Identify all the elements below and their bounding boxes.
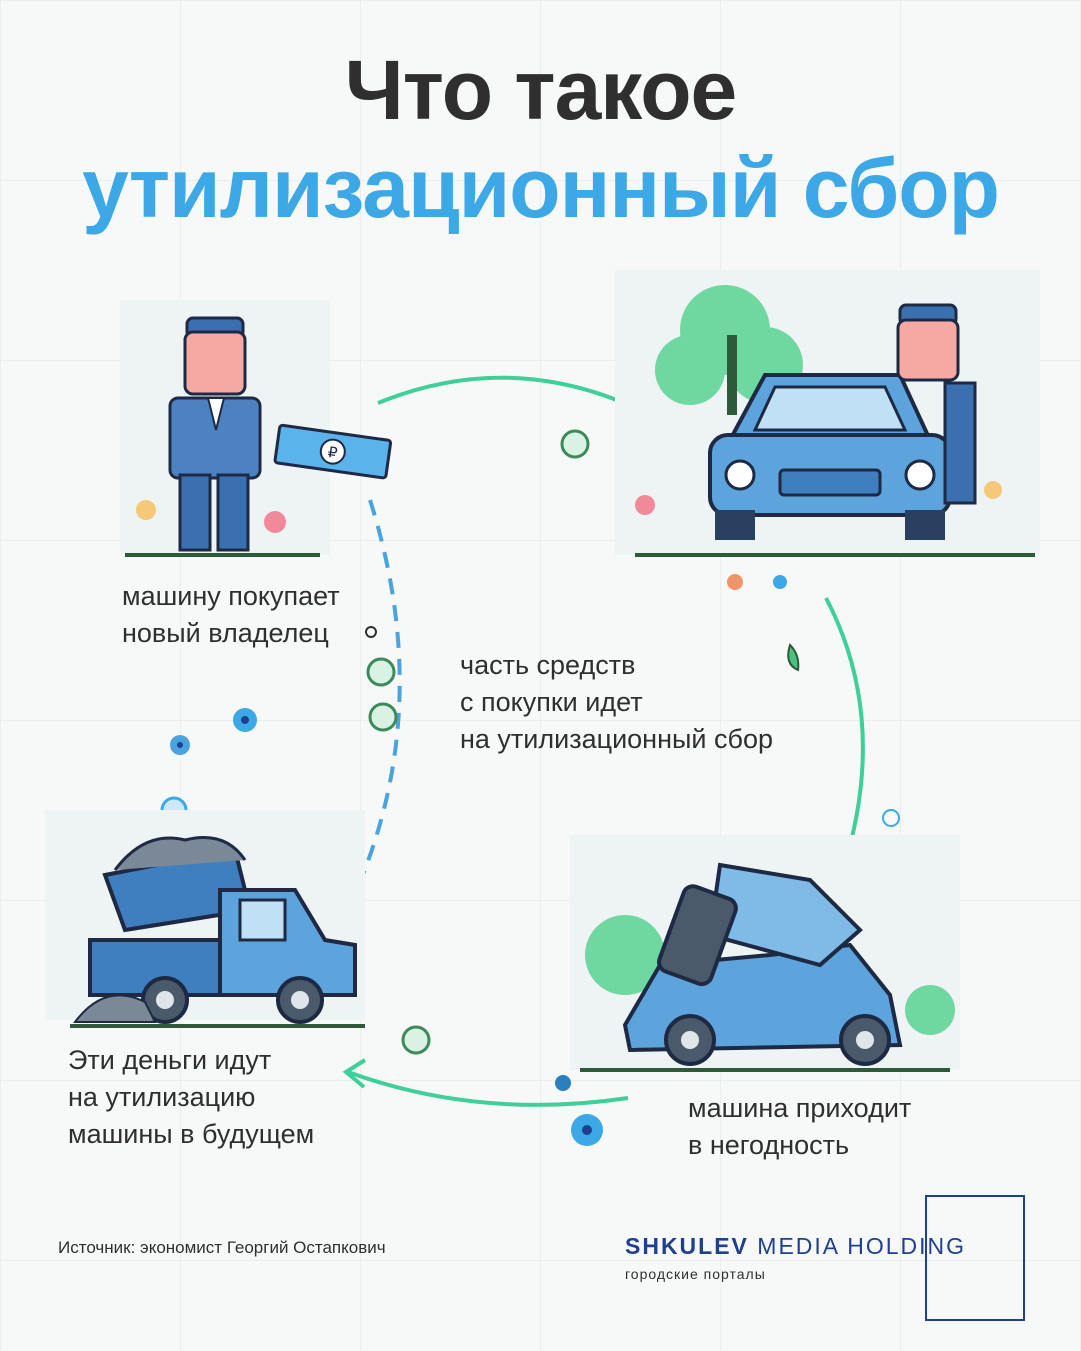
logo-rest: MEDIA HOLDING <box>757 1233 967 1259</box>
caption-fee-line-2: с покупки идет <box>460 687 643 717</box>
caption-fee: часть средств с покупки идет на утилизац… <box>460 647 773 758</box>
caption-broken: машина приходит в негодность <box>688 1090 911 1164</box>
title-line-1: Что такое <box>344 43 738 137</box>
caption-fee-line-1: часть средств <box>460 650 636 680</box>
svg-text:₽: ₽ <box>327 443 339 462</box>
dashed-arrow-fee <box>343 499 402 916</box>
caption-recycle-line-1: Эти деньги идут <box>68 1045 272 1075</box>
source-note: Источник: экономист Георгий Остапкович <box>58 1238 386 1257</box>
banknote-icon: ₽ <box>273 423 393 480</box>
caption-recycle: Эти деньги идут на утилизацию машины в б… <box>68 1042 314 1153</box>
logo-subtitle: городские порталы <box>625 1266 766 1282</box>
seller-man-icon <box>896 303 977 505</box>
wrecked-car-icon <box>622 862 903 1066</box>
logo-frame <box>925 1195 1025 1321</box>
arrow-broken-to-recycle <box>347 1070 629 1107</box>
caption-broken-line-2: в негодность <box>688 1130 850 1160</box>
title-line-2: утилизационный сбор <box>82 141 1000 235</box>
arrow-car-to-broken <box>824 597 865 871</box>
bush-icon <box>585 915 955 1035</box>
scene-new-car <box>615 270 1040 557</box>
publisher-logo[interactable]: SHKULEV MEDIA HOLDING городские порталы <box>625 1233 966 1282</box>
arrow-head-3 <box>342 1058 367 1089</box>
caption-broken-line-1: машина приходит <box>688 1093 912 1123</box>
caption-recycle-line-2: на утилизацию <box>68 1082 256 1112</box>
caption-fee-line-3: на утилизационный сбор <box>460 724 773 754</box>
logo-wordmark: SHKULEV MEDIA HOLDING <box>625 1233 966 1260</box>
scene-dump-truck <box>45 810 365 1028</box>
flower-icons <box>136 500 286 533</box>
caption-recycle-line-3: машины в будущем <box>68 1119 315 1149</box>
dump-truck-icon <box>72 836 357 1024</box>
scene-crashed-cars <box>570 835 960 1072</box>
caption-buy-line-2: новый владелец <box>122 618 329 648</box>
car-icon <box>708 373 952 540</box>
caption-buy: машину покупает новый владелец <box>122 578 340 652</box>
logo-bold: SHKULEV <box>625 1233 749 1259</box>
buyer-man-icon <box>168 316 262 552</box>
scene-buyer: ₽ <box>120 300 393 557</box>
caption-buy-line-1: машину покупает <box>122 581 340 611</box>
decor-flowers <box>170 574 800 1146</box>
